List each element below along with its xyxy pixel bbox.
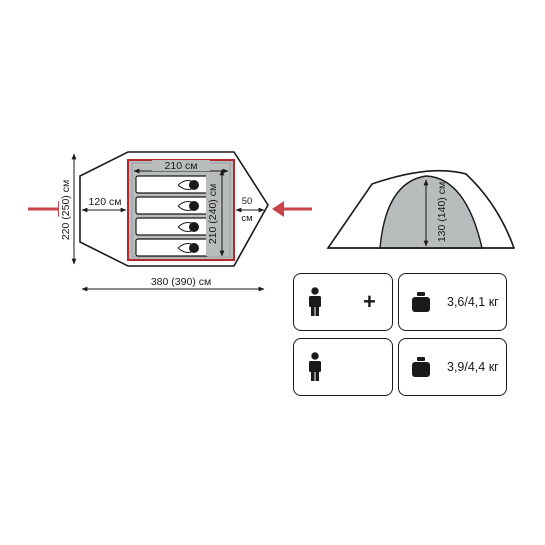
weight-label: 3,9/4,4 кг [447,360,499,374]
capacity-card-1: + [293,273,393,331]
inner-width-label: 210 см [165,160,198,172]
total-length-label: 380 (390) см [151,276,211,288]
person-icon [309,352,376,382]
stuff-sack-icon [412,357,430,377]
inner-length-label: 210 (240) см [207,184,219,244]
capacity-icons-3-plus: + [308,287,376,317]
tent-side-view [326,169,516,249]
person-icon [309,352,358,382]
stuff-sack-icon [412,292,430,312]
weight-label: 3,6/4,1 кг [447,295,499,309]
capacity-card-2 [293,338,393,396]
rear-vestibule-unit: см [241,213,252,224]
vestibule-label: 120 см [89,196,122,208]
person-icon [309,287,340,317]
person-icon [309,287,358,317]
sleeper-3 [135,217,209,236]
sleeping-mats [135,175,209,257]
sleeper-2 [135,196,209,215]
sleeper-4 [135,238,209,257]
person-icon [309,352,340,382]
rear-vestibule-value: 50 [242,196,253,207]
height-label: 130 (140) см [436,182,448,242]
total-width-label: 220 (250) см [60,180,72,240]
entrance-arrow-right-icon [272,201,312,217]
weight-card-2: 3,9/4,4 кг [398,338,507,396]
sleeper-1 [135,175,209,194]
plus-icon: + [363,289,376,314]
weight-card-1: 3,6/4,1 кг [398,273,507,331]
capacity-icons-4 [308,352,380,382]
